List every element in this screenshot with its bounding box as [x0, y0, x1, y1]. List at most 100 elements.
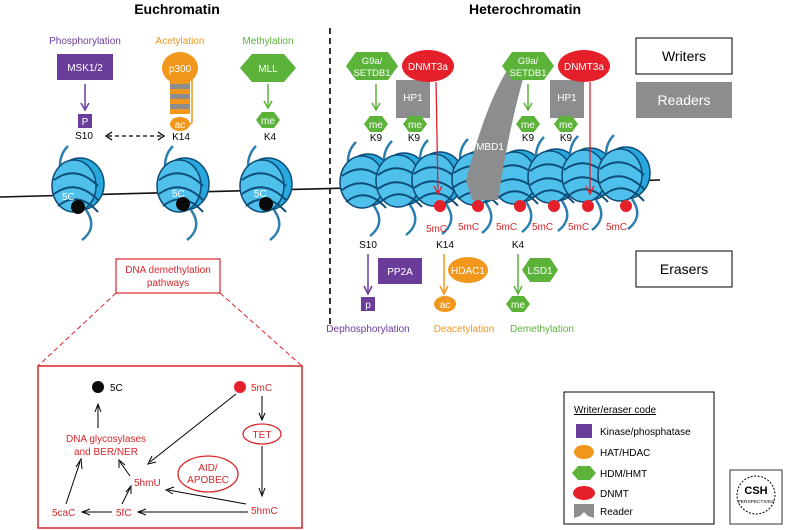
- glycosylases-label: DNA glycosylases: [66, 434, 146, 445]
- 5fc-label: 5fC: [116, 508, 132, 519]
- svg-text:TET: TET: [253, 430, 272, 441]
- demethylation-panel: [37, 365, 303, 529]
- 5mc-labels: 5mC 5mC 5mC 5mC 5mC 5mC: [426, 222, 627, 235]
- me-mark: [256, 112, 280, 128]
- svg-text:5mC: 5mC: [496, 222, 517, 233]
- euchromatin-nucleosome-1: 5C: [50, 144, 106, 242]
- g9a-setdb1-1: [346, 52, 398, 80]
- svg-text:5mC: 5mC: [606, 222, 627, 233]
- svg-text:5C: 5C: [62, 192, 75, 203]
- svg-text:SETDB1: SETDB1: [510, 68, 547, 79]
- svg-text:PP2A: PP2A: [387, 267, 413, 278]
- svg-text:ac: ac: [440, 300, 451, 311]
- legend-reader-label: Reader: [600, 507, 633, 518]
- legend-hdm-label: HDM/HMT: [600, 469, 647, 480]
- 5cac-label: 5caC: [52, 508, 75, 519]
- legend-dnmt-swatch: [573, 486, 595, 500]
- legend-hat-swatch: [574, 445, 594, 459]
- methylation-label: Methylation: [242, 36, 293, 47]
- svg-text:APOBEC: APOBEC: [187, 475, 229, 486]
- svg-text:CSH: CSH: [744, 485, 767, 497]
- 5mc-label: 5mC: [251, 383, 272, 394]
- dnmt3a-2: [558, 50, 610, 82]
- 5hmc-label: 5hmC: [251, 506, 278, 517]
- eraser-ac-mark: [434, 296, 456, 312]
- tet-oval: [242, 423, 282, 445]
- legend-hdm-swatch: [572, 466, 596, 480]
- svg-text:Writers: Writers: [662, 48, 706, 64]
- svg-text:HP1: HP1: [557, 93, 577, 104]
- 5hmu-label: 5hmU: [134, 478, 161, 489]
- legend-dnmt-label: DNMT: [600, 489, 629, 500]
- acetylation-label: Acetylation: [156, 36, 205, 47]
- svg-text:SETDB1: SETDB1: [354, 68, 391, 79]
- svg-text:me: me: [369, 120, 383, 131]
- svg-text:5C: 5C: [172, 189, 185, 200]
- 5mc-dot: [234, 381, 246, 393]
- svg-text:MLL: MLL: [258, 64, 278, 75]
- deacetylation-label: Deacetylation: [434, 324, 495, 335]
- mbd1-label: MBD1: [476, 142, 504, 153]
- svg-text:HDAC1: HDAC1: [451, 266, 485, 277]
- aid-apobec-oval: [177, 455, 239, 493]
- demethylation-label: Demethylation: [510, 324, 574, 335]
- svg-text:me: me: [408, 120, 422, 131]
- svg-text:AID/: AID/: [198, 463, 218, 474]
- 5c-dot: [92, 381, 104, 393]
- euchromatin-nucleosome-2: 5C: [155, 144, 211, 242]
- svg-text:K9: K9: [408, 133, 421, 144]
- csh-perspectives-logo: CSH PERSPECTIVES: [729, 469, 783, 525]
- svg-text:K9: K9: [370, 133, 383, 144]
- svg-text:G9a/: G9a/: [362, 56, 383, 67]
- eraser-k4: K4: [512, 240, 525, 251]
- svg-text:PERSPECTIVES: PERSPECTIVES: [738, 499, 775, 505]
- svg-text:p300: p300: [169, 64, 192, 75]
- readers-box: [636, 82, 732, 118]
- p300-enzyme: p300: [162, 52, 198, 114]
- svg-text:G9a/: G9a/: [518, 56, 539, 67]
- k4-site: K4: [264, 132, 277, 143]
- heterochromatin-header: Heterochromatin: [469, 1, 581, 17]
- svg-text:P: P: [82, 117, 89, 128]
- demethylation-title-box: [115, 258, 221, 294]
- hp1-reader-1: [396, 80, 430, 118]
- svg-text:me: me: [511, 300, 525, 311]
- 5c-label: 5C: [110, 383, 123, 394]
- eraser-me-mark: [506, 296, 530, 312]
- euchromatin-header: Euchromatin: [134, 1, 220, 17]
- legend-reader-swatch: [574, 504, 594, 518]
- ac-mark: [170, 117, 190, 131]
- mll-hexagon: [240, 54, 296, 82]
- p-mark: [78, 114, 92, 128]
- svg-text:5mC: 5mC: [458, 222, 479, 233]
- svg-text:HP1: HP1: [403, 93, 423, 104]
- phosphorylation-label: Phosphorylation: [49, 36, 121, 47]
- svg-text:pathways: pathways: [147, 278, 189, 289]
- erasers-box: [635, 250, 733, 288]
- eraser-s10: S10: [359, 240, 377, 251]
- code-legend-title: Writer/eraser code: [574, 405, 657, 416]
- svg-text:5mC: 5mC: [532, 222, 553, 233]
- svg-text:5mC: 5mC: [426, 224, 447, 235]
- legend-hat-label: HAT/HDAC: [600, 448, 650, 459]
- eraser-k14: K14: [436, 240, 454, 251]
- k14-site: K14: [172, 132, 190, 143]
- svg-text:Readers: Readers: [658, 92, 711, 108]
- legend-kinase-swatch: [576, 424, 592, 438]
- svg-text:DNMT3a: DNMT3a: [408, 62, 448, 73]
- dnmt3a-1: [402, 50, 454, 82]
- svg-text:LSD1: LSD1: [527, 266, 552, 277]
- svg-text:p: p: [365, 300, 371, 311]
- s10-site: S10: [75, 131, 93, 142]
- svg-text:5C: 5C: [254, 189, 267, 200]
- svg-text:K9: K9: [560, 133, 573, 144]
- svg-text:DNA demethylation: DNA demethylation: [125, 265, 211, 276]
- msk-box: [57, 54, 113, 80]
- pp2a-box: [378, 258, 422, 284]
- svg-text:K9: K9: [522, 133, 535, 144]
- svg-text:DNMT3a: DNMT3a: [564, 62, 604, 73]
- writers-box: [635, 37, 733, 75]
- svg-text:me: me: [559, 120, 573, 131]
- svg-text:Erasers: Erasers: [660, 261, 708, 277]
